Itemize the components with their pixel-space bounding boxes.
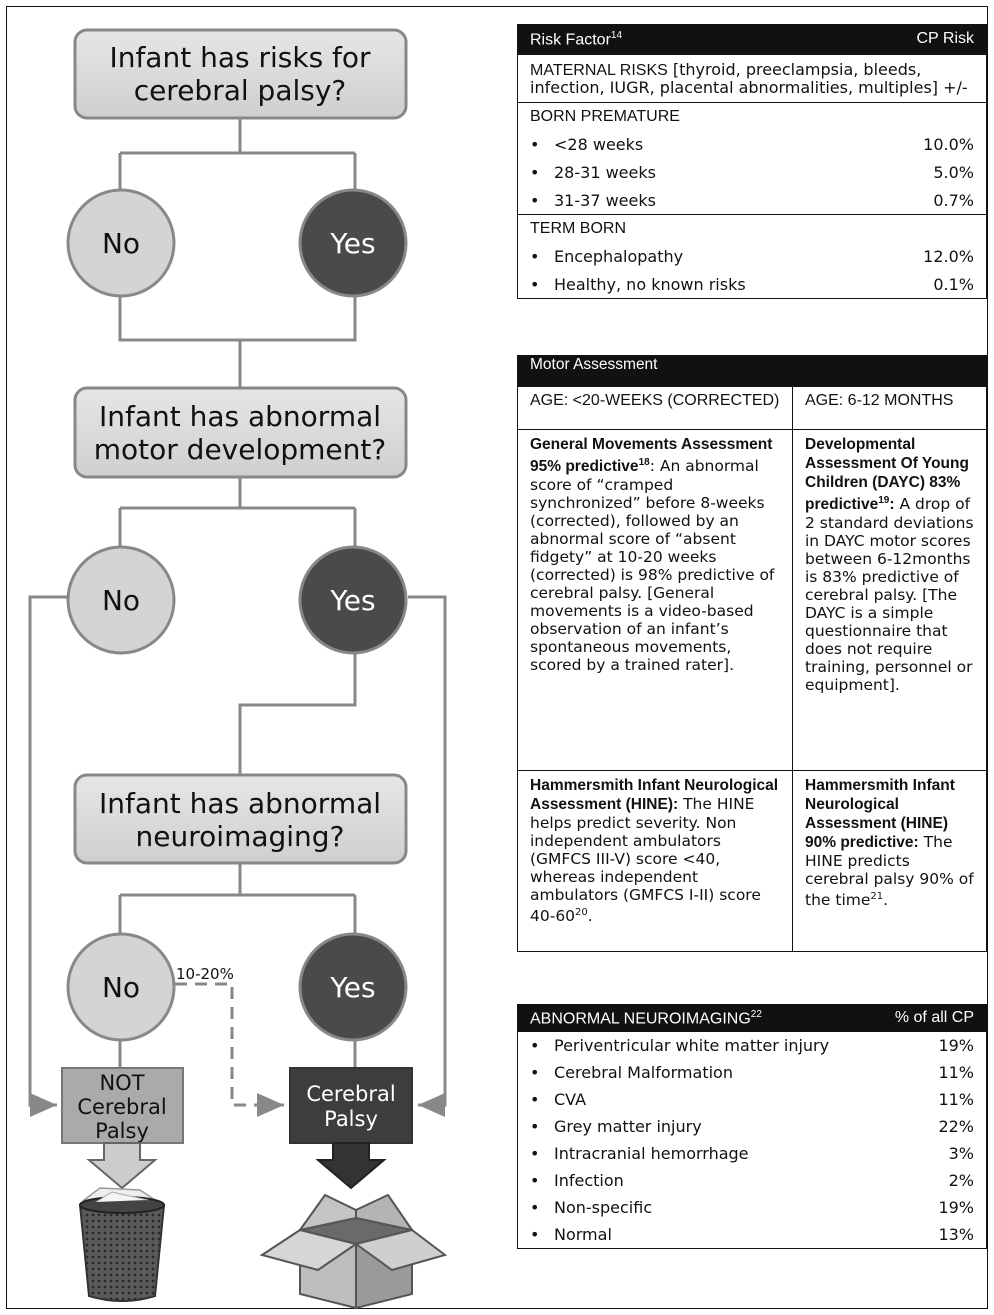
svg-text:Cerebral: Cerebral bbox=[306, 1082, 395, 1106]
question-motor-line1: Infant has abnormal bbox=[99, 400, 381, 433]
no-label-2: No bbox=[102, 584, 140, 617]
question-box-risks: Infant has risks for cerebral palsy? bbox=[73, 28, 408, 120]
gma-cell: General Movements Assessment 95% predict… bbox=[517, 429, 793, 771]
cerebral-palsy-box: Cerebral Palsy bbox=[289, 1067, 413, 1144]
hine-predictive-cell: Hammersmith Infant Neurological Assessme… bbox=[792, 770, 987, 952]
age-right-cell: AGE: 6-12 MONTHS bbox=[792, 386, 987, 430]
neuro-table-header: ABNORMAL NEUROIMAGING22 % of all CP bbox=[517, 1004, 987, 1032]
question-motor-line2: motor development? bbox=[94, 433, 387, 466]
no-label-1: No bbox=[102, 227, 140, 260]
question-box-motor: Infant has abnormal motor development? bbox=[73, 386, 408, 479]
cp-flowchart: Infant has risks for cerebral palsy? Inf… bbox=[28, 28, 448, 1310]
yes-label-1: Yes bbox=[329, 227, 375, 260]
decision-circles bbox=[66, 188, 408, 1042]
svg-text:NOT: NOT bbox=[99, 1071, 144, 1095]
no-label-3: No bbox=[102, 971, 140, 1004]
down-arrow-icon bbox=[86, 1142, 158, 1190]
yes-label-2: Yes bbox=[329, 584, 375, 617]
risk-table-header: Risk Factor14 CP Risk bbox=[517, 24, 987, 55]
question-neuro-line1: Infant has abnormal bbox=[99, 787, 381, 820]
open-box-icon bbox=[259, 1193, 448, 1310]
down-arrow-icon bbox=[315, 1142, 387, 1190]
neuroimaging-table: ABNORMAL NEUROIMAGING22 % of all CP •Per… bbox=[517, 1004, 987, 1249]
maternal-risks-cell: MATERNAL RISKS [thyroid, preeclampsia, b… bbox=[530, 60, 968, 97]
question-box-neuroimaging: Infant has abnormal neuroimaging? bbox=[73, 773, 408, 865]
connector-lines bbox=[28, 118, 447, 1117]
svg-text:Palsy: Palsy bbox=[95, 1119, 149, 1143]
risk-factor-table: Risk Factor14 CP Risk MATERNAL RISKS [th… bbox=[517, 24, 987, 299]
page-frame bbox=[6, 6, 988, 1309]
not-cerebral-palsy-box: NOT Cerebral Palsy bbox=[61, 1067, 184, 1144]
motor-assessment-table: Motor Assessment AGE: <20-WEEKS (CORRECT… bbox=[517, 355, 987, 952]
svg-text:Palsy: Palsy bbox=[324, 1107, 378, 1131]
age-left-cell: AGE: <20-WEEKS (CORRECTED) bbox=[517, 386, 793, 430]
svg-text:Cerebral: Cerebral bbox=[77, 1095, 166, 1119]
question-risks-line2: cerebral palsy? bbox=[134, 74, 347, 107]
hine-severity-cell: Hammersmith Infant Neurological Assessme… bbox=[517, 770, 793, 952]
trash-can-icon bbox=[78, 1187, 166, 1302]
question-risks-line1: Infant has risks for bbox=[109, 41, 371, 74]
term-born-label: TERM BORN bbox=[517, 214, 987, 243]
born-premature-label: BORN PREMATURE bbox=[517, 102, 987, 131]
motor-table-header: Motor Assessment bbox=[517, 355, 987, 387]
percent-label: 10-20% bbox=[176, 965, 234, 983]
dayc-cell: Developmental Assessment Of Young Childr… bbox=[792, 429, 987, 771]
yes-label-3: Yes bbox=[329, 971, 375, 1004]
question-neuro-line2: neuroimaging? bbox=[136, 820, 345, 853]
